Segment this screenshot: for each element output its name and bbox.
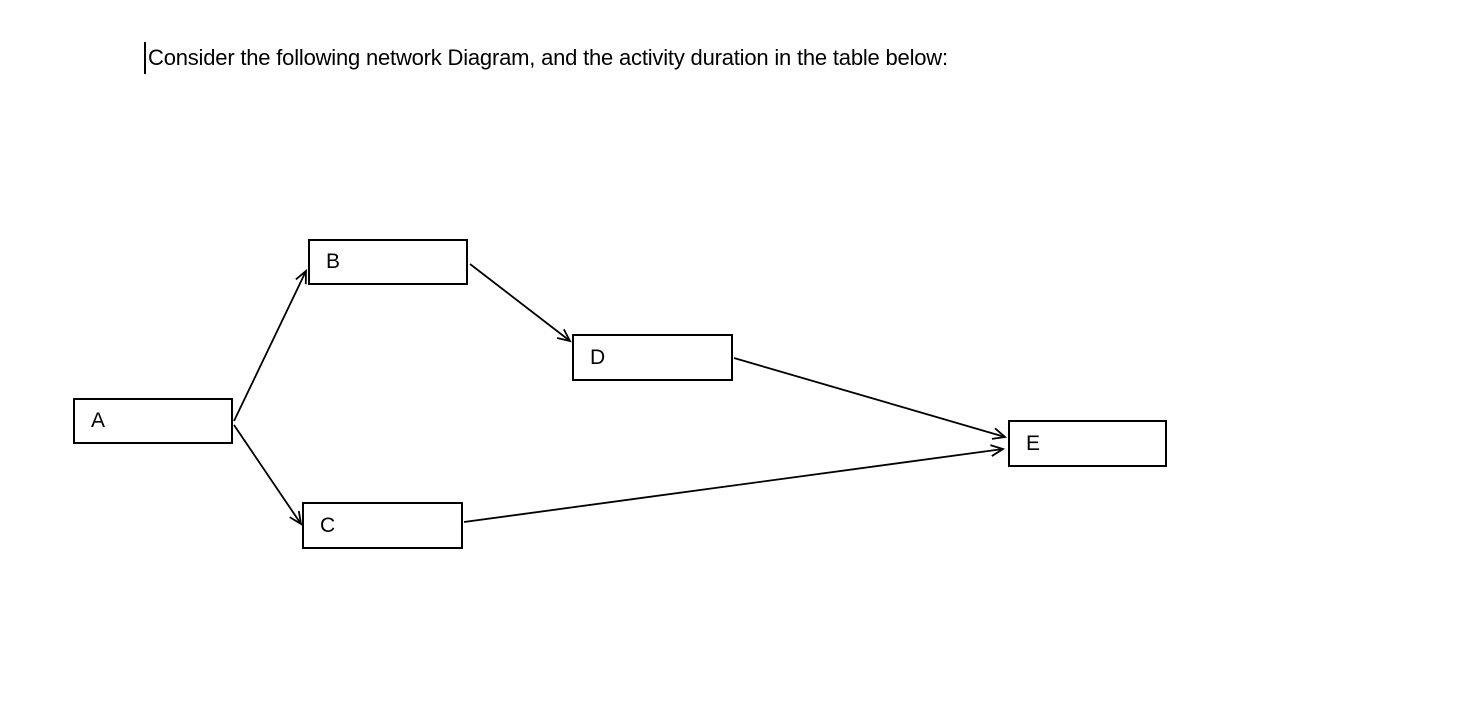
node-A-label: A xyxy=(91,409,106,432)
edge-c-to-e[interactable] xyxy=(463,449,1003,523)
node-B[interactable]: B xyxy=(308,239,468,285)
edge-a-to-c[interactable] xyxy=(233,424,301,524)
edge-d-to-e[interactable] xyxy=(733,357,1005,437)
node-D[interactable]: D xyxy=(572,334,733,381)
node-C-label: C xyxy=(320,513,336,537)
text-caret xyxy=(144,42,146,74)
node-A[interactable]: A xyxy=(73,398,233,444)
edge-b-to-d[interactable] xyxy=(469,263,570,341)
node-B-label: B xyxy=(326,250,341,273)
node-E-label: E xyxy=(1026,431,1041,455)
node-E[interactable]: E xyxy=(1008,420,1167,467)
page-title: Consider the following network Diagram, … xyxy=(148,45,948,70)
node-D-label: D xyxy=(590,345,606,369)
edge-a-to-b[interactable] xyxy=(233,271,306,422)
node-C[interactable]: C xyxy=(302,502,463,549)
